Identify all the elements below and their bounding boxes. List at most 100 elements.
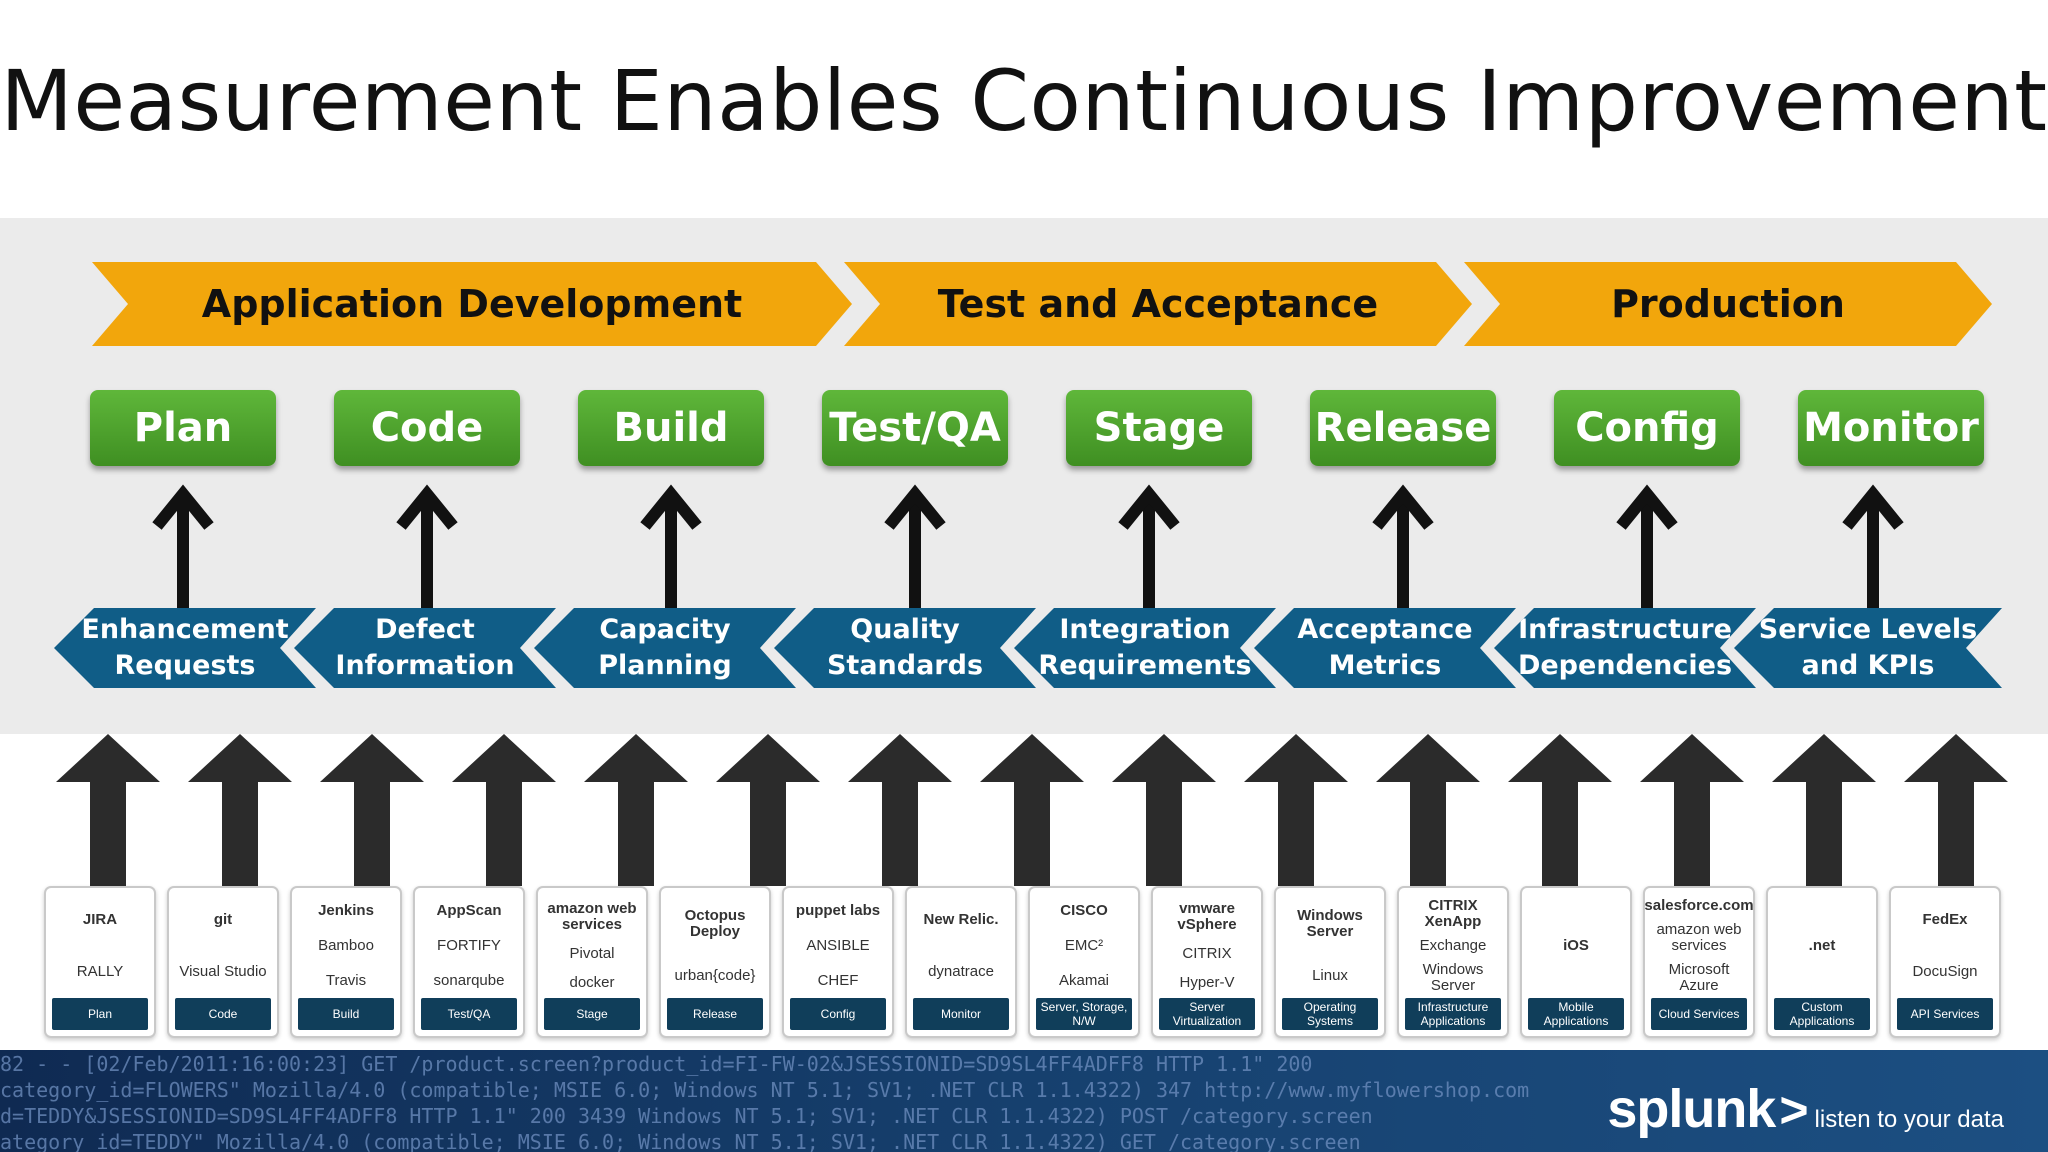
footer-banner: 82 - - [02/Feb/2011:16:00:23] GET /produ… <box>0 1050 2048 1152</box>
tile-caption: Operating Systems <box>1282 998 1378 1030</box>
tile-caption: Server, Storage, N/W <box>1036 998 1132 1030</box>
up-arrow-icon <box>320 734 424 886</box>
tool-logo: CISCO <box>1060 902 1108 920</box>
tool-logo: Bamboo <box>318 936 374 954</box>
tool-logos: iOS <box>1528 894 1624 998</box>
tile-caption: Cloud Services <box>1651 998 1747 1030</box>
tool-logo: docker <box>569 974 615 992</box>
tool-logo: dynatrace <box>928 963 994 980</box>
tool-logo: Visual Studio <box>179 963 267 980</box>
tool-logo: .net <box>1808 937 1836 954</box>
stage-config: Config <box>1554 390 1740 466</box>
phase-test-and-acceptance: Test and Acceptance <box>844 262 1472 346</box>
tool-logo: CITRIX XenApp <box>1424 897 1482 930</box>
tool-logo: RALLY <box>76 963 124 980</box>
tool-logo: vmware vSphere <box>1177 899 1237 933</box>
up-arrow-icon <box>1372 484 1434 608</box>
tool-logos: JIRA RALLY <box>52 894 148 998</box>
tool-logo: Windows Server <box>1422 961 1484 994</box>
up-arrow-icon <box>452 734 556 886</box>
tool-logos: .net <box>1774 894 1870 998</box>
tool-logo: JIRA <box>82 911 118 928</box>
up-arrow-icon <box>1842 484 1904 608</box>
page-title: Measurement Enables Continuous Improveme… <box>0 52 2048 150</box>
tool-logo: Akamai <box>1058 971 1110 989</box>
up-arrow-icon <box>56 734 160 886</box>
up-arrow-icon <box>1376 734 1480 886</box>
tool-logo: FORTIFY <box>437 936 501 954</box>
tool-logos: New Relic. dynatrace <box>913 894 1009 998</box>
up-arrow-icon <box>1640 734 1744 886</box>
tile-caption: Test/QA <box>421 998 517 1030</box>
up-arrow-icon <box>396 484 458 608</box>
tile-caption: Infrastructure Applications <box>1405 998 1501 1030</box>
tool-logo: AppScan <box>436 902 502 920</box>
tool-logo: FedEx <box>1922 911 1968 928</box>
up-arrow-icon <box>1244 734 1348 886</box>
tile-caption: Mobile Applications <box>1528 998 1624 1030</box>
tile-caption: Monitor <box>913 998 1009 1030</box>
tile-caption: Code <box>175 998 271 1030</box>
log-line: category_id=FLOWERS" Mozilla/4.0 (compat… <box>0 1078 1530 1102</box>
tool-logos: CISCO EMC² Akamai <box>1036 894 1132 998</box>
tile-caption: Plan <box>52 998 148 1030</box>
tile-caption: Server Virtualization <box>1159 998 1255 1030</box>
up-arrow-icon <box>1118 484 1180 608</box>
tool-logo: New Relic. <box>923 911 999 928</box>
tool-logo: urban{code} <box>674 967 756 984</box>
phase-production: Production <box>1464 262 1992 346</box>
log-line: ategory_id=TEDDY" Mozilla/4.0 (compatibl… <box>0 1130 1361 1152</box>
tool-logo: Windows Server <box>1297 907 1363 940</box>
tool-logo: Jenkins <box>318 902 374 920</box>
tool-logo: Exchange <box>1419 937 1487 954</box>
stage-release: Release <box>1310 390 1496 466</box>
tile-caption: API Services <box>1897 998 1993 1030</box>
up-arrow-icon <box>1112 734 1216 886</box>
stage-test-qa: Test/QA <box>822 390 1008 466</box>
tool-logo: Travis <box>325 971 367 989</box>
up-arrow-icon <box>640 484 702 608</box>
up-arrow-icon <box>584 734 688 886</box>
tool-logo: CITRIX <box>1182 944 1232 962</box>
tool-tile: iOS Mobile Applications <box>1520 886 1632 1038</box>
up-arrow-icon <box>716 734 820 886</box>
tile-caption: Custom Applications <box>1774 998 1870 1030</box>
up-arrow-icon <box>1616 484 1678 608</box>
tool-logo: iOS <box>1563 937 1589 954</box>
tool-logo: amazon web services <box>547 899 637 933</box>
tool-logo: EMC² <box>1064 936 1104 954</box>
up-arrow-icon <box>848 734 952 886</box>
stage-code: Code <box>334 390 520 466</box>
tool-logo: CHEF <box>817 971 859 989</box>
log-line: d=TEDDY&JSESSIONID=SD9SL4FF4ADFF8 HTTP 1… <box>0 1104 1373 1128</box>
tool-logo: DocuSign <box>1912 963 1978 980</box>
up-arrow-icon <box>884 484 946 608</box>
tool-tile: JIRA RALLY Plan <box>44 886 156 1038</box>
